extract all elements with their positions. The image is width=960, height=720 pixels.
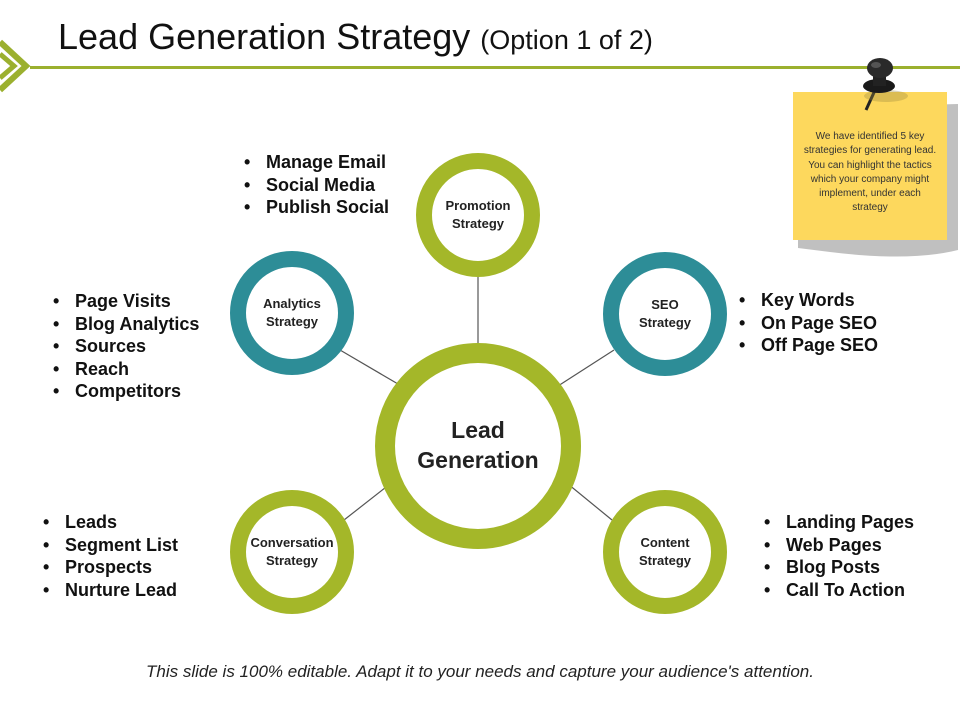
node-conversation-strategy: Conversation Strategy — [230, 490, 354, 614]
bullet-item: Web Pages — [764, 534, 914, 557]
connector-content — [567, 483, 613, 521]
center-label-line1: Lead — [451, 417, 505, 444]
bullet-item: Blog Analytics — [53, 313, 199, 336]
bullet-item: Landing Pages — [764, 511, 914, 534]
node-promotion-label: Promotion Strategy — [437, 197, 520, 233]
title-main: Lead Generation Strategy — [58, 16, 471, 57]
bullet-item: Call To Action — [764, 579, 914, 602]
node-conversation-label: Conversation Strategy — [246, 534, 338, 570]
bullet-item: Manage Email — [244, 151, 389, 174]
node-content-line2: Strategy — [638, 553, 691, 568]
node-seo-label: SEO Strategy — [624, 296, 707, 332]
center-label-line2: Generation — [417, 447, 539, 473]
bullet-item: Segment List — [43, 534, 178, 557]
center-node-lead-generation: Lead Generation — [375, 343, 581, 549]
bullet-item: Prospects — [43, 556, 178, 579]
node-promotion-line2: Strategy — [451, 216, 504, 231]
node-conversation-line1: Conversation — [250, 534, 334, 550]
sticky-note: We have identified 5 key strategies for … — [793, 92, 947, 240]
bullets-content: Landing Pages Web Pages Blog Posts Call … — [764, 511, 914, 601]
bullet-item: Page Visits — [53, 290, 199, 313]
bullet-item: On Page SEO — [739, 312, 878, 335]
node-content-label: Content Strategy — [624, 534, 707, 570]
bullet-item: Off Page SEO — [739, 334, 878, 357]
bullet-item: Competitors — [53, 380, 199, 403]
connector-analytics — [339, 349, 399, 385]
node-analytics-line1: Analytics — [263, 295, 321, 311]
connector-conversation — [343, 483, 391, 521]
node-content-strategy: Content Strategy — [603, 490, 727, 614]
title-underline — [30, 66, 960, 69]
center-node-label: Lead Generation — [403, 416, 552, 476]
node-seo-line1: SEO — [651, 296, 679, 312]
node-promotion-strategy: Promotion Strategy — [416, 153, 540, 277]
sticky-note-text: We have identified 5 key strategies for … — [803, 131, 937, 214]
node-conversation-line2: Strategy — [265, 553, 319, 568]
bullets-promotion: Manage Email Social Media Publish Social — [244, 151, 389, 219]
pushpin-icon — [863, 58, 908, 111]
chevron-arrow-icon — [0, 39, 31, 93]
bullets-conversation: Leads Segment List Prospects Nurture Lea… — [43, 511, 178, 601]
bullets-analytics: Page Visits Blog Analytics Sources Reach… — [53, 290, 199, 403]
bullet-item: Leads — [43, 511, 178, 534]
connector-seo — [557, 349, 615, 387]
node-analytics-label: Analytics Strategy — [251, 295, 334, 331]
slide-title: Lead Generation Strategy (Option 1 of 2) — [58, 16, 653, 58]
bullet-item: Publish Social — [244, 196, 389, 219]
node-analytics-line2: Strategy — [265, 314, 318, 329]
title-option: (Option 1 of 2) — [480, 25, 653, 55]
bullet-item: Blog Posts — [764, 556, 914, 579]
node-seo-strategy: SEO Strategy — [603, 252, 727, 376]
node-seo-line2: Strategy — [638, 315, 691, 330]
node-content-line1: Content — [640, 534, 690, 550]
slide-footer: This slide is 100% editable. Adapt it to… — [146, 662, 814, 681]
bullet-item: Reach — [53, 358, 199, 381]
bullet-item: Key Words — [739, 289, 878, 312]
bullet-item: Sources — [53, 335, 199, 358]
node-analytics-strategy: Analytics Strategy — [230, 251, 354, 375]
bullets-seo: Key Words On Page SEO Off Page SEO — [739, 289, 878, 357]
bullet-item: Social Media — [244, 174, 389, 197]
bullet-item: Nurture Lead — [43, 579, 178, 602]
node-promotion-line1: Promotion — [445, 197, 511, 213]
